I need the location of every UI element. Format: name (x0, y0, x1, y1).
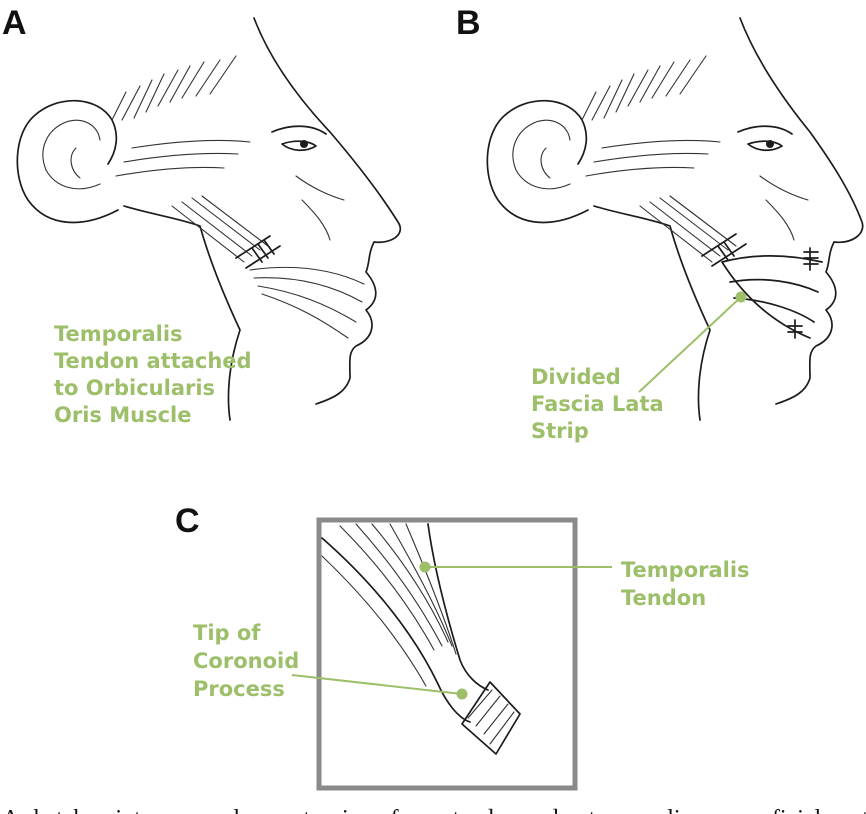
panel-c-coronoid-callout: Tip of Coronoid Process (193, 621, 468, 701)
panel-c-frame (316, 517, 578, 791)
eye-pupil-b (766, 140, 774, 148)
figure-caption-fragment: A sketch… into… muscle… extension of… …t… (2, 806, 866, 814)
tendon-label-line-2: Tendon (621, 586, 706, 610)
panel-b-label-line-1: Divided (531, 365, 621, 389)
panel-a-label-line-2: Tendon attached (54, 349, 252, 373)
coronoid-tendon-illustration (321, 523, 521, 755)
tendon-leader-dot (419, 561, 431, 573)
panel-c-tendon-callout: Temporalis Tendon (419, 558, 750, 610)
panel-b-leader-dot (735, 291, 747, 303)
panel-a-label-line-4: Oris Muscle (54, 403, 191, 427)
tendon-label-line-1: Temporalis (621, 558, 750, 582)
panel-b-label-line-3: Strip (531, 419, 589, 443)
panel-b-letter: B (456, 4, 481, 42)
face-profile-a-illustration (16, 17, 402, 421)
coronoid-label-line-1: Tip of (193, 621, 261, 645)
panel-b-leader-line (638, 296, 742, 393)
coronoid-leader-dot (456, 688, 468, 700)
panel-b: B (456, 4, 864, 443)
eye-pupil-a (300, 140, 308, 148)
panel-a-callout: Temporalis Tendon attached to Orbiculari… (54, 322, 252, 427)
coronoid-label-line-2: Coronoid (193, 649, 299, 673)
panel-a-label-line-1: Temporalis (54, 322, 183, 346)
panel-a-letter: A (2, 4, 27, 42)
face-profile-b-illustration (486, 17, 864, 421)
coronoid-leader-line (291, 674, 463, 695)
panel-a-label-line-3: to Orbicularis (54, 376, 215, 400)
panel-b-callout: Divided Fascia Lata Strip (531, 291, 747, 443)
panel-c: C Temporalis Tendon Tip of Coronoid Proc… (175, 502, 750, 791)
coronoid-label-line-3: Process (193, 677, 285, 701)
panel-c-letter: C (175, 502, 200, 540)
panel-b-label-line-2: Fascia Lata (531, 392, 664, 416)
panel-a: A Temporalis Tend (2, 4, 402, 427)
